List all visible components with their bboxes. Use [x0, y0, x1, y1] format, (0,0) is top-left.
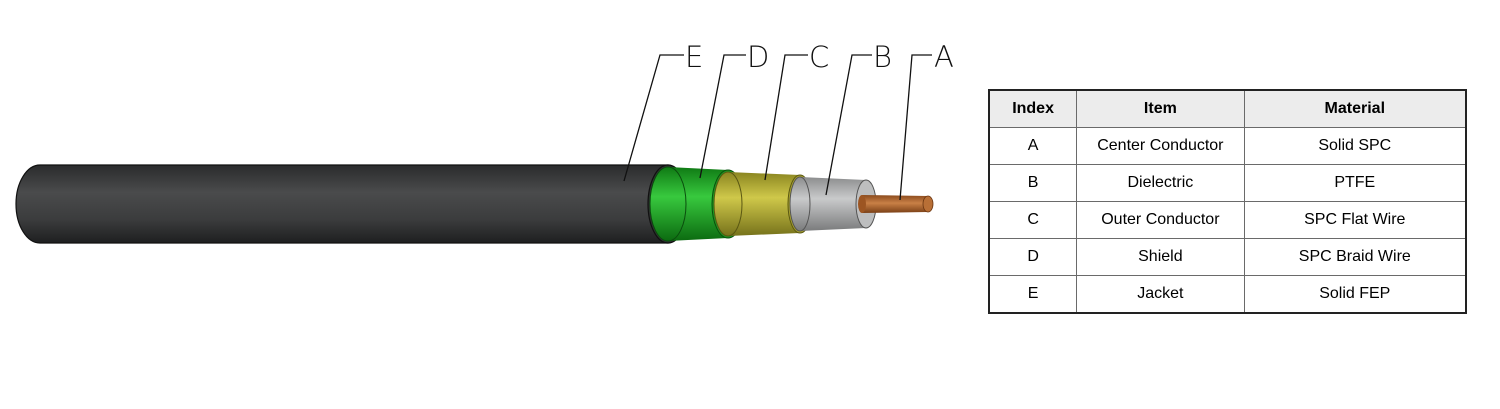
callout-labels: E D C B A	[685, 40, 954, 74]
cell-item: Dielectric	[1076, 164, 1245, 202]
cell-index: D	[988, 238, 1078, 276]
callout-a: A	[934, 40, 954, 74]
cell-item: Jacket	[1076, 275, 1245, 314]
header-item: Item	[1076, 89, 1245, 128]
leader-c	[764, 54, 808, 181]
callout-d: D	[747, 40, 769, 74]
callout-c: C	[809, 40, 829, 74]
table-row: B Dielectric PTFE	[988, 164, 1467, 202]
table-row: E Jacket Solid FEP	[988, 275, 1467, 314]
cell-material: SPC Flat Wire	[1243, 201, 1467, 239]
table-row: C Outer Conductor SPC Flat Wire	[988, 201, 1467, 239]
cell-item: Shield	[1076, 238, 1245, 276]
table-row: D Shield SPC Braid Wire	[988, 238, 1467, 276]
cell-index: A	[988, 127, 1078, 165]
cell-material: Solid SPC	[1243, 127, 1467, 165]
cell-material: PTFE	[1243, 164, 1467, 202]
center-conductor-layer	[858, 195, 934, 213]
leader-lines	[623, 54, 932, 201]
cell-item: Center Conductor	[1076, 127, 1245, 165]
cell-item: Outer Conductor	[1076, 201, 1245, 239]
header-material: Material	[1243, 89, 1467, 128]
callout-e: E	[685, 40, 703, 74]
cell-index: E	[988, 275, 1078, 314]
coax-cable-diagram: E D C B A	[15, 40, 954, 244]
jacket-layer	[15, 164, 689, 244]
cell-index: C	[988, 201, 1078, 239]
cell-material: SPC Braid Wire	[1243, 238, 1467, 276]
cell-index: B	[988, 164, 1078, 202]
callout-b: B	[873, 40, 892, 74]
header-index: Index	[988, 89, 1078, 128]
table-header-row: Index Item Material	[988, 89, 1467, 128]
leader-d	[699, 54, 746, 179]
leader-e	[623, 54, 684, 182]
table-row: A Center Conductor Solid SPC	[988, 127, 1467, 165]
leader-a	[899, 54, 932, 201]
leader-b	[825, 54, 872, 196]
component-table: Index Item Material A Center Conductor S…	[988, 89, 1467, 314]
cell-material: Solid FEP	[1243, 275, 1467, 314]
